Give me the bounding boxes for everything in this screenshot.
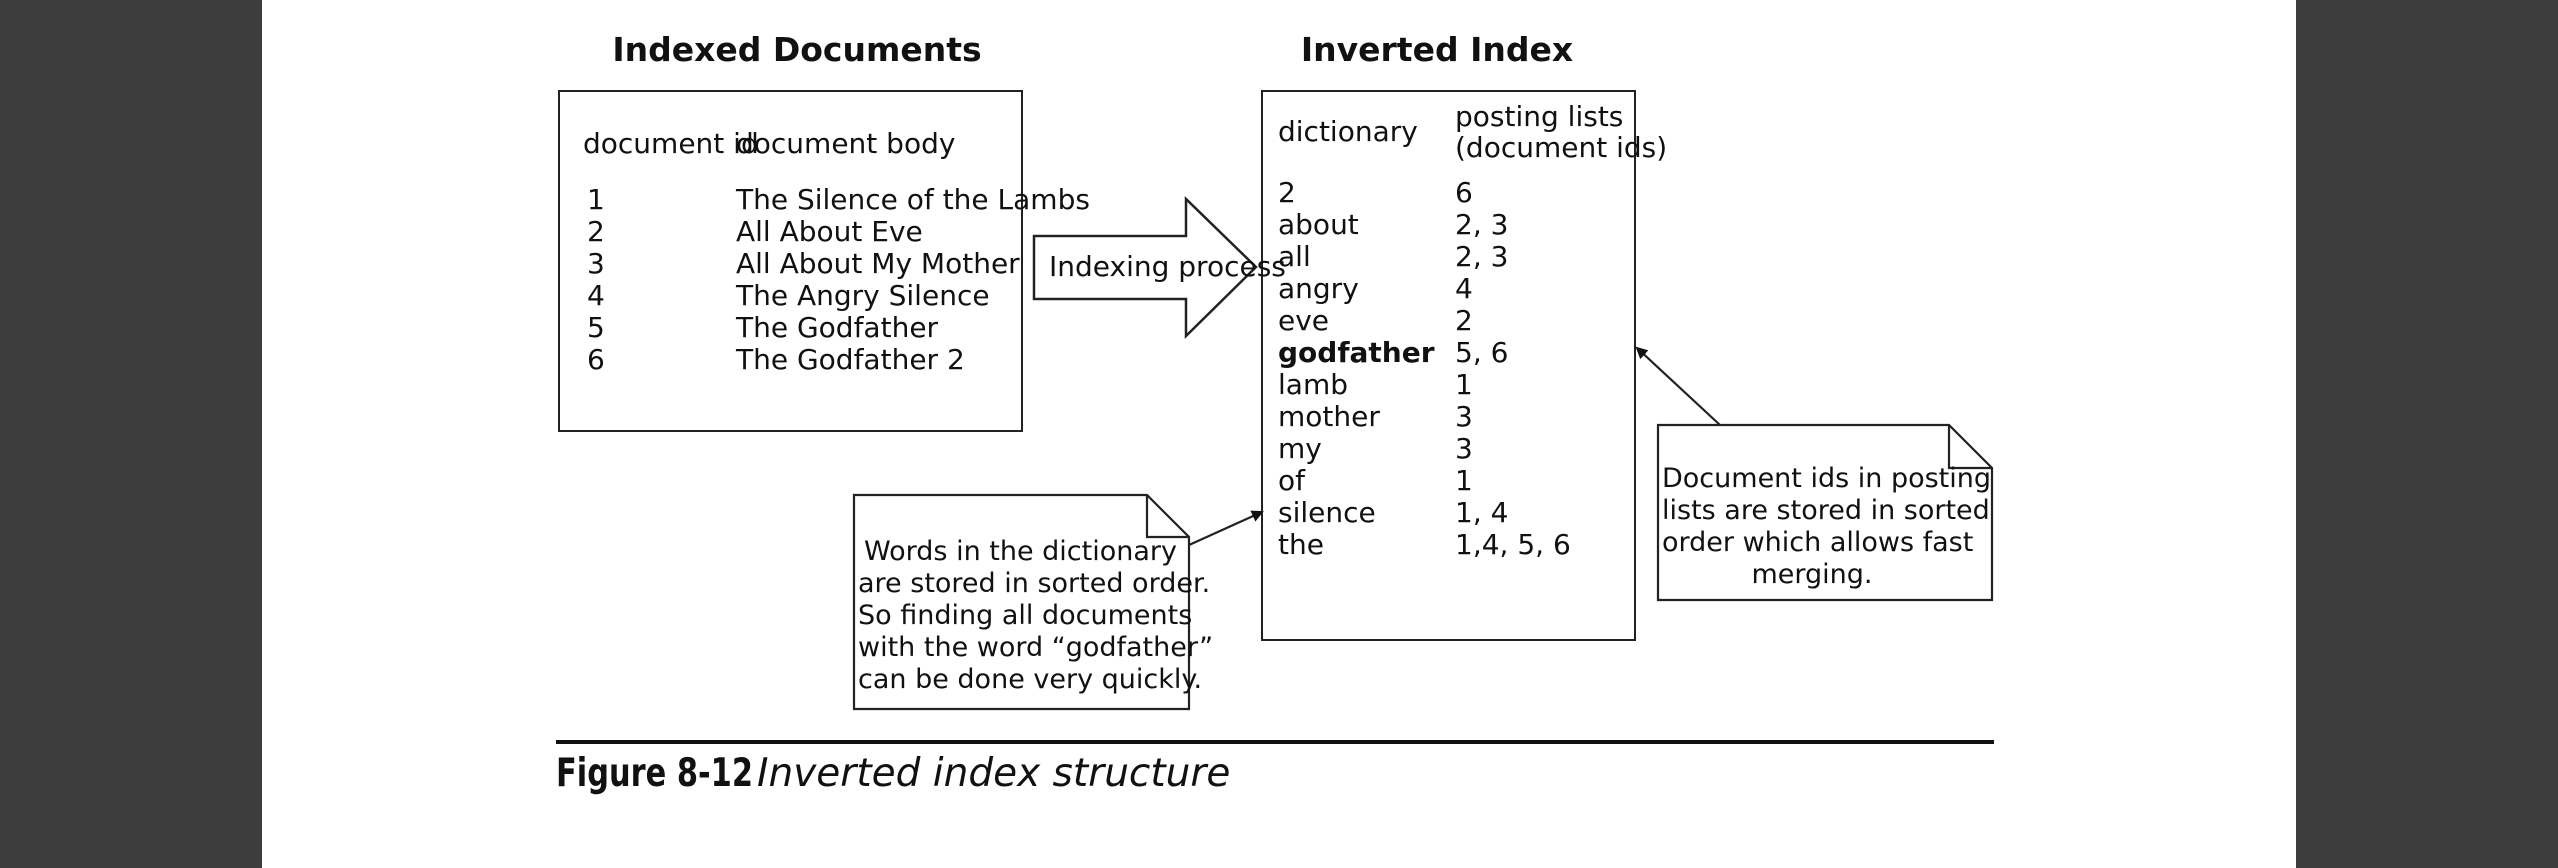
posting-list-cell: 1 xyxy=(1455,368,1473,401)
dictionary-term-cell: godfather xyxy=(1278,336,1435,369)
left-note-shape xyxy=(852,493,1191,711)
posting-list-cell: 1, 4 xyxy=(1455,496,1509,529)
posting-list-cell: 5, 6 xyxy=(1455,336,1509,369)
left-note-pointer-arrow xyxy=(1188,510,1264,547)
note-line: are stored in sorted order. xyxy=(858,568,1211,599)
dictionary-header: dictionary xyxy=(1278,115,1418,148)
posting-list-cell: 1 xyxy=(1455,464,1473,497)
note-line: order which allows fast xyxy=(1662,527,1974,558)
note-line: merging. xyxy=(1751,559,1873,590)
document-body-cell: The Silence of the Lambs xyxy=(736,183,1090,216)
indexing-process-arrow xyxy=(1032,196,1258,339)
document-id-cell: 1 xyxy=(587,183,605,216)
document-id-header: document id xyxy=(583,127,759,160)
documents-table-box xyxy=(558,90,1023,432)
dictionary-term-cell: 2 xyxy=(1278,176,1296,209)
figure-number: Figure 8-12 xyxy=(556,751,753,796)
dictionary-term-cell: eve xyxy=(1278,304,1330,337)
posting-list-cell: 6 xyxy=(1455,176,1473,209)
dictionary-term-cell: the xyxy=(1278,528,1324,561)
dictionary-term-cell: my xyxy=(1278,432,1322,465)
indexed-documents-title: Indexed Documents xyxy=(612,30,982,69)
note-line: Document ids in posting xyxy=(1662,463,1992,494)
posting-lists-header-line2: (document ids) xyxy=(1455,131,1668,164)
document-id-cell: 5 xyxy=(587,311,605,344)
note-line: can be done very quickly. xyxy=(858,664,1203,695)
posting-list-cell: 3 xyxy=(1455,400,1473,433)
inverted-index-title: Inverted Index xyxy=(1300,30,1574,69)
dictionary-term-cell: of xyxy=(1278,464,1305,497)
posting-lists-header: posting lists (document ids) xyxy=(1455,101,1667,163)
note-line: Words in the dictionary xyxy=(864,536,1177,567)
dictionary-term-cell: lamb xyxy=(1278,368,1348,401)
posting-list-cell: 2 xyxy=(1455,304,1473,337)
note-line: So finding all documents xyxy=(858,600,1193,631)
posting-lists-header-line1: posting lists xyxy=(1455,100,1624,133)
posting-list-cell: 3 xyxy=(1455,432,1473,465)
document-body-cell: All About Eve xyxy=(736,215,923,248)
caption-rule xyxy=(556,740,1994,744)
document-body-header: document body xyxy=(736,127,956,160)
note-line: lists are stored in sorted xyxy=(1662,495,1990,526)
document-body-cell: The Godfather 2 xyxy=(736,343,965,376)
posting-list-cell: 2, 3 xyxy=(1455,208,1509,241)
right-note-fold xyxy=(1947,425,1992,470)
indexing-process-label: Indexing process xyxy=(1049,250,1286,283)
document-body-cell: The Angry Silence xyxy=(736,279,990,312)
dictionary-term-cell: silence xyxy=(1278,496,1376,529)
document-body-cell: The Godfather xyxy=(736,311,939,344)
posting-list-cell: 1,4, 5, 6 xyxy=(1455,528,1571,561)
dictionary-term-cell: about xyxy=(1278,208,1359,241)
dictionary-term-cell: mother xyxy=(1278,400,1380,433)
figure-caption: Inverted index structure xyxy=(757,751,1231,796)
posting-list-cell: 4 xyxy=(1455,272,1473,305)
right-note-shape xyxy=(1656,423,1994,602)
document-id-cell: 6 xyxy=(587,343,605,376)
inverted-index-box xyxy=(1261,90,1636,641)
document-id-cell: 4 xyxy=(587,279,605,312)
dictionary-term-cell: all xyxy=(1278,240,1311,273)
posting-list-cell: 2, 3 xyxy=(1455,240,1509,273)
document-id-cell: 3 xyxy=(587,247,605,280)
document-body-cell: All About My Mother xyxy=(736,247,1020,280)
document-id-cell: 2 xyxy=(587,215,605,248)
dictionary-term-cell: angry xyxy=(1278,272,1359,305)
left-note-fold xyxy=(1145,495,1189,539)
note-line: with the word “godfather” xyxy=(858,632,1214,663)
right-note-pointer-arrow xyxy=(1635,346,1721,426)
